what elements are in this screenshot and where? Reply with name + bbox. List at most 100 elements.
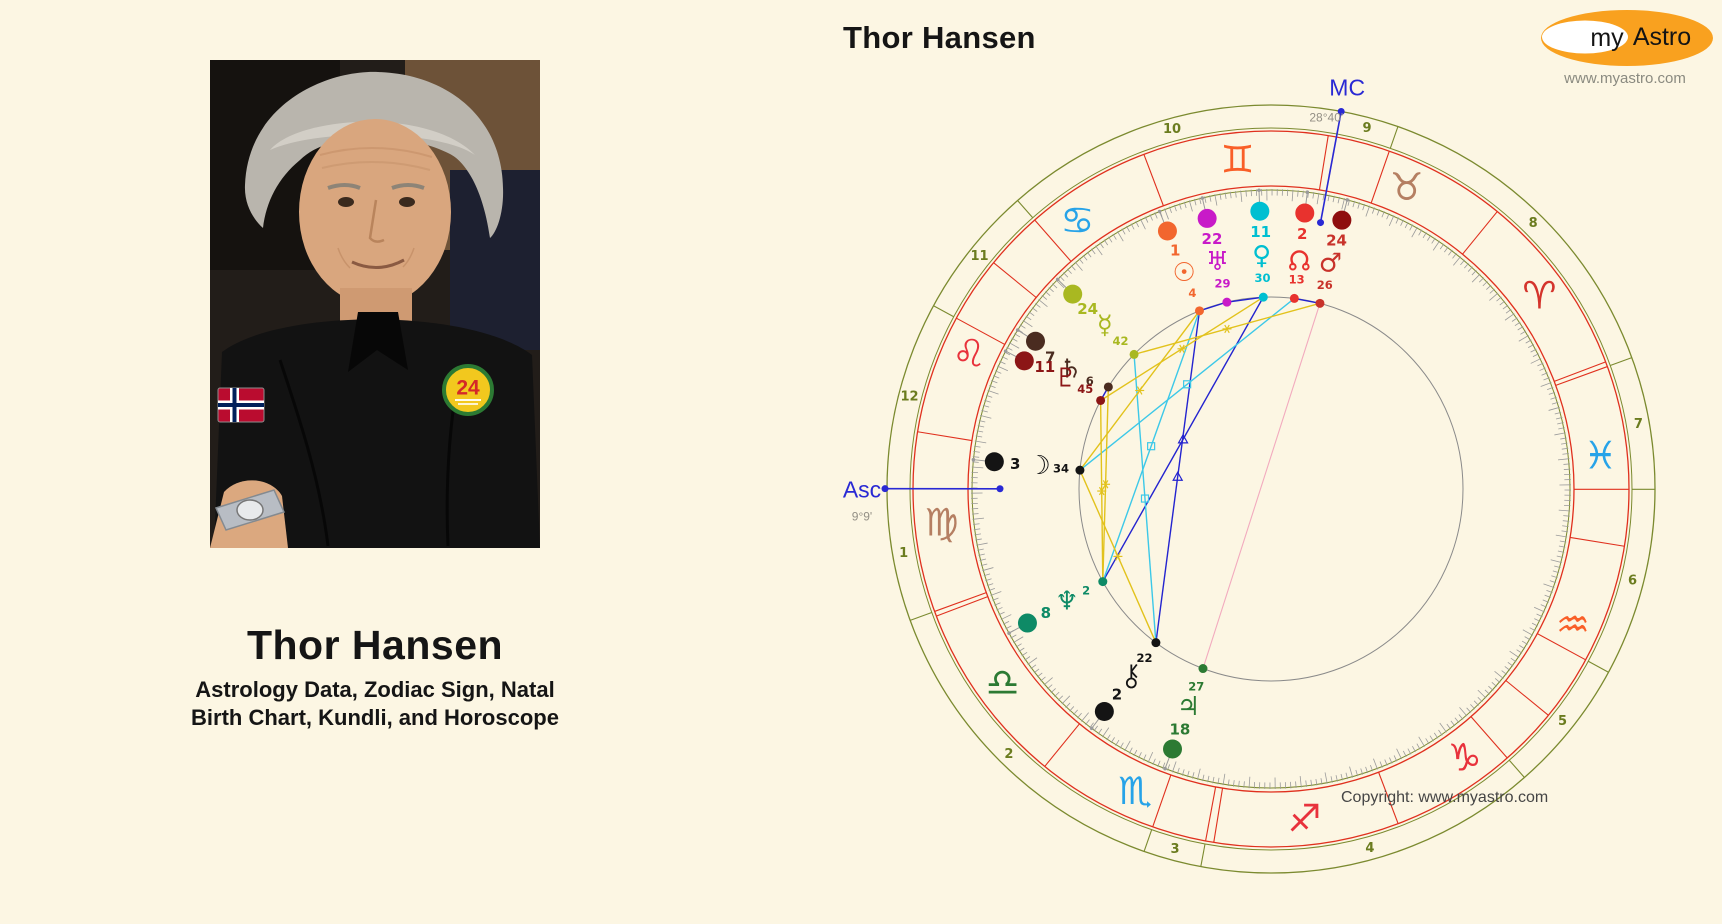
zodiac-sign-scorpio-icon: ♏ [1118, 769, 1152, 813]
house-number-12: 12 [900, 390, 918, 405]
planet-pluto-dot [1015, 351, 1034, 370]
svg-text:24: 24 [1326, 231, 1347, 249]
person-name-heading: Thor Hansen [95, 622, 655, 669]
zodiac-sign-libra-icon: ♎ [985, 661, 1019, 705]
planet-sun-dot [1158, 222, 1177, 241]
house-number-5: 5 [1558, 714, 1567, 729]
planet-mars-dot [1332, 211, 1351, 230]
house-number-1: 1 [899, 546, 908, 561]
planet-mercury: ☿24 42 [1056, 278, 1139, 359]
zodiac-sign-virgo-icon: ♍ [925, 500, 959, 544]
zodiac-sign-sagittarius-icon: ♐ [1287, 796, 1321, 840]
planet-neptune-dot [1018, 614, 1037, 633]
planet-jupiter: ♃18 27 [1163, 664, 1207, 770]
zodiac-sign-aquarius-icon: ♒ [1556, 603, 1590, 647]
planet-neptune: ♆8 2 [1007, 577, 1107, 635]
svg-text:30: 30 [1255, 271, 1271, 285]
planet-venus: ♀11 30 [1250, 188, 1271, 301]
planet-mercury-icon: ☿ [1097, 311, 1113, 341]
planet-sun: ☉1 4 [1158, 210, 1204, 316]
planet-chiron: 222 [1090, 638, 1160, 730]
planet-jupiter-icon: ♃ [1177, 692, 1200, 722]
house-number-4: 4 [1365, 841, 1374, 856]
house-number-10: 10 [1163, 122, 1181, 137]
svg-text:18: 18 [1170, 720, 1191, 738]
planet-venus-icon: ♀ [1252, 241, 1271, 271]
mc-degree-value: 28°40' [1309, 110, 1343, 124]
svg-text:2: 2 [1082, 584, 1090, 598]
svg-text:26: 26 [1317, 278, 1333, 292]
svg-text:29: 29 [1215, 277, 1231, 291]
ascendant-marker: Asc 9°9' [843, 477, 1004, 524]
svg-text:42: 42 [1112, 334, 1128, 348]
planet-moon-icon: ☽ [1027, 451, 1050, 481]
planet-pluto-icon: ♇ [1054, 363, 1077, 393]
planet-uranus-icon: ♅ [1206, 247, 1229, 277]
chart-title: Thor Hansen [843, 20, 1036, 56]
svg-text:11: 11 [1034, 358, 1055, 376]
svg-text:8: 8 [1041, 604, 1051, 622]
svg-text:2: 2 [1297, 225, 1307, 243]
eye [399, 197, 415, 207]
asc-label: Asc [843, 477, 881, 503]
zodiac-sign-leo-icon: ♌ [952, 331, 986, 375]
svg-text:45: 45 [1077, 382, 1093, 396]
planet-jupiter-dot [1163, 739, 1182, 758]
svg-text:24: 24 [1077, 300, 1098, 318]
zodiac-sign-capricorn-icon: ♑ [1448, 735, 1482, 779]
subtitle-line-1: Astrology Data, Zodiac Sign, Natal [95, 676, 655, 704]
zodiac-sign-taurus-icon: ♉ [1390, 165, 1424, 209]
degree-tick-ring [971, 189, 1571, 789]
page-subtitle: Astrology Data, Zodiac Sign, Natal Birth… [95, 676, 655, 732]
logo-word-my: my [1590, 24, 1624, 52]
planet-chiron-dot [1095, 702, 1114, 721]
planet-moon-dot [985, 452, 1004, 471]
zodiac-sign-cancer-icon: ♋ [1060, 199, 1094, 243]
house-number-6: 6 [1628, 573, 1637, 588]
subtitle-line-2: Birth Chart, Kundli, and Horoscope [95, 704, 655, 732]
planet-neptune-icon: ♆ [1055, 586, 1078, 616]
planet-northnode-dot [1295, 204, 1314, 223]
planet-uranus: ♅22 29 [1198, 196, 1232, 306]
mc-marker: MC 28°40' [1309, 74, 1365, 226]
svg-text:22: 22 [1137, 651, 1153, 665]
house-number-11: 11 [970, 249, 988, 264]
house-number-3: 3 [1170, 842, 1179, 857]
svg-text:13: 13 [1289, 273, 1305, 287]
planet-saturn-dot [1026, 332, 1045, 351]
svg-text:22: 22 [1202, 230, 1223, 248]
planet-sun-icon: ☉ [1173, 258, 1196, 288]
svg-text:34: 34 [1053, 461, 1069, 475]
svg-text:11: 11 [1250, 223, 1271, 241]
svg-text:3: 3 [1010, 455, 1020, 473]
planet-moon: ☽ 3 34 [972, 451, 1085, 481]
planet-uranus-dot [1198, 209, 1217, 228]
zodiac-sign-gemini-icon: ♊ [1221, 138, 1255, 182]
mc-label: MC [1329, 74, 1365, 100]
svg-text:4: 4 [1188, 286, 1196, 300]
badge-24: 24 [444, 366, 492, 414]
copyright-text: Copyright: www.myastro.com [1341, 789, 1548, 807]
zodiac-sign-aries-icon: ♈ [1522, 273, 1556, 317]
portrait-photo: 24 [210, 60, 540, 548]
badge-24-text: 24 [456, 377, 480, 400]
house-number-2: 2 [1004, 747, 1013, 762]
house-number-7: 7 [1634, 417, 1643, 432]
house-number-8: 8 [1529, 216, 1538, 231]
svg-text:2: 2 [1112, 686, 1122, 704]
norwegian-flag-patch [218, 388, 264, 422]
page: { "page": { "background": "#fcf6e3", "he… [0, 0, 1722, 900]
eye [338, 197, 354, 207]
planet-northnode: 2 13 [1289, 190, 1315, 303]
logo-word-astro: Astro [1633, 23, 1691, 51]
planet-mars-icon: ♂ [1319, 249, 1342, 279]
house-number-9: 9 [1362, 121, 1371, 136]
asc-degree-value: 9°9' [852, 510, 872, 524]
planet-mars: ♂24 26 [1315, 198, 1351, 308]
aspect-lines [1080, 297, 1320, 668]
svg-text:1: 1 [1170, 241, 1180, 259]
aspect-square-line [1103, 311, 1200, 582]
svg-text:27: 27 [1188, 679, 1204, 693]
